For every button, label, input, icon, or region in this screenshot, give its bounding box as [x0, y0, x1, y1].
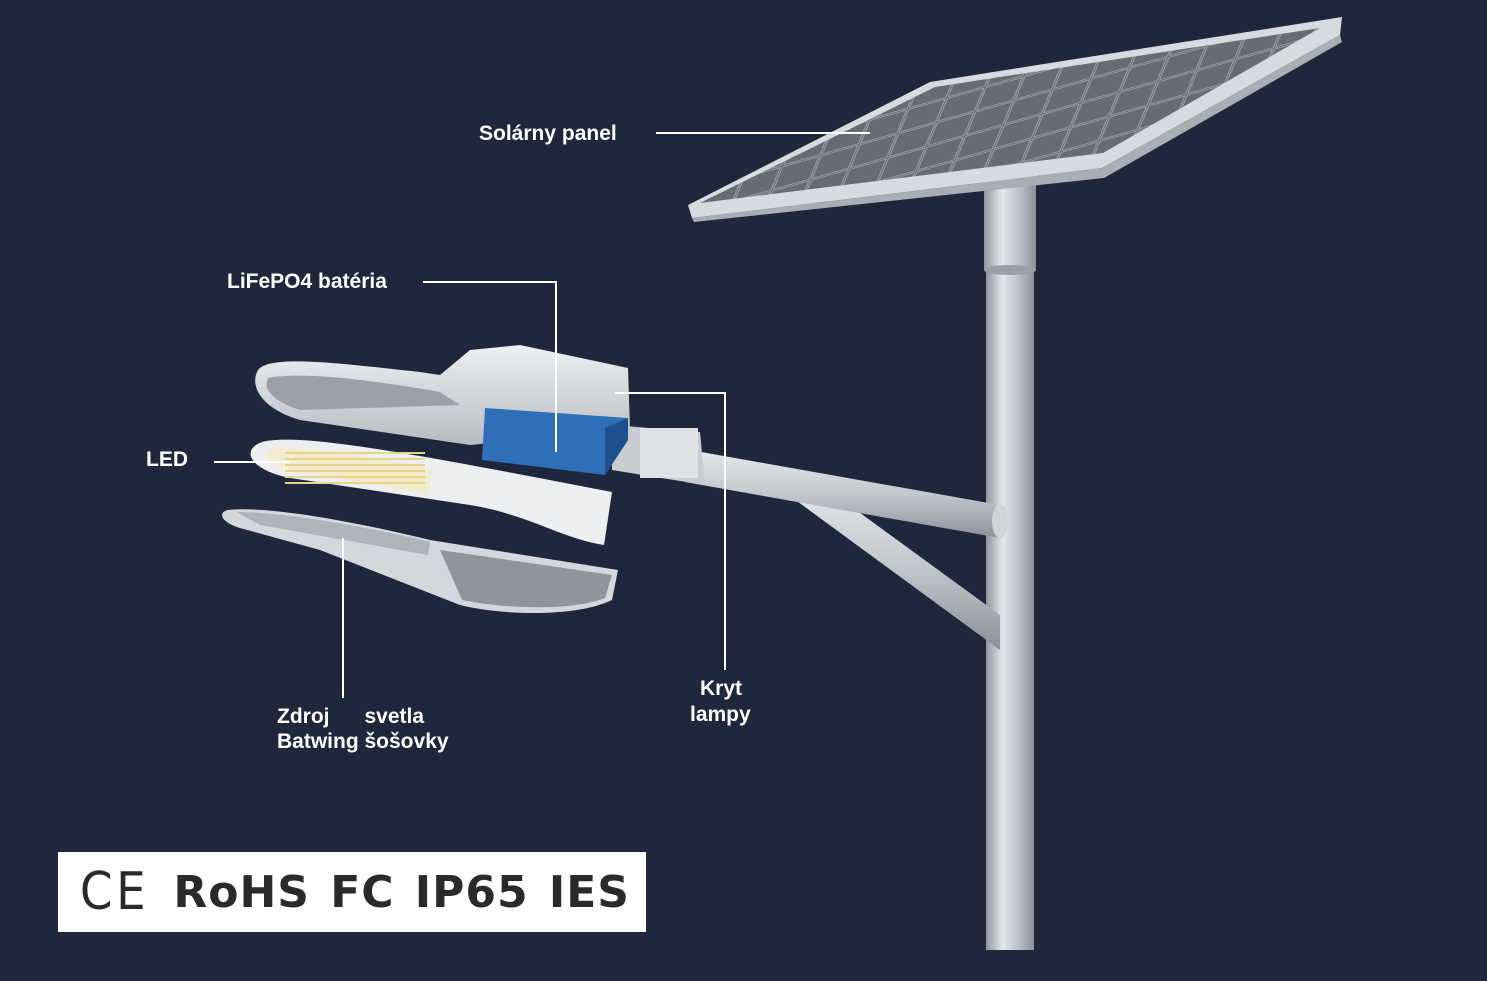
lamp-connector: [612, 425, 705, 485]
label-solar-panel: Solárny panel: [479, 122, 617, 145]
label-led: LED: [146, 448, 188, 471]
brace-arm: [790, 480, 1000, 650]
leader-lines: [214, 132, 870, 698]
lens-module: [222, 509, 618, 614]
solar-panel: [688, 17, 1342, 222]
ce-mark: CE: [79, 862, 150, 922]
ip65-mark: IP65: [414, 866, 529, 918]
label-light-source-line2: Batwing šošovky: [277, 730, 449, 753]
fc-mark: FC: [330, 866, 395, 918]
certification-bar: CE RoHS FC IP65 IES: [58, 852, 646, 932]
main-arm: [685, 450, 1008, 538]
label-cover-line1: Kryt: [700, 677, 743, 700]
label-light-source-line1: Zdroj svetla: [277, 705, 425, 728]
led-module: [250, 439, 612, 545]
rohs-mark: RoHS: [173, 866, 310, 918]
pole: [984, 175, 1036, 950]
label-cover-line2: lampy: [690, 703, 751, 726]
leader-battery: [423, 281, 557, 452]
label-battery: LiFePO4 batéria: [227, 270, 387, 293]
leader-cover: [615, 392, 726, 670]
ies-mark: IES: [548, 866, 630, 918]
